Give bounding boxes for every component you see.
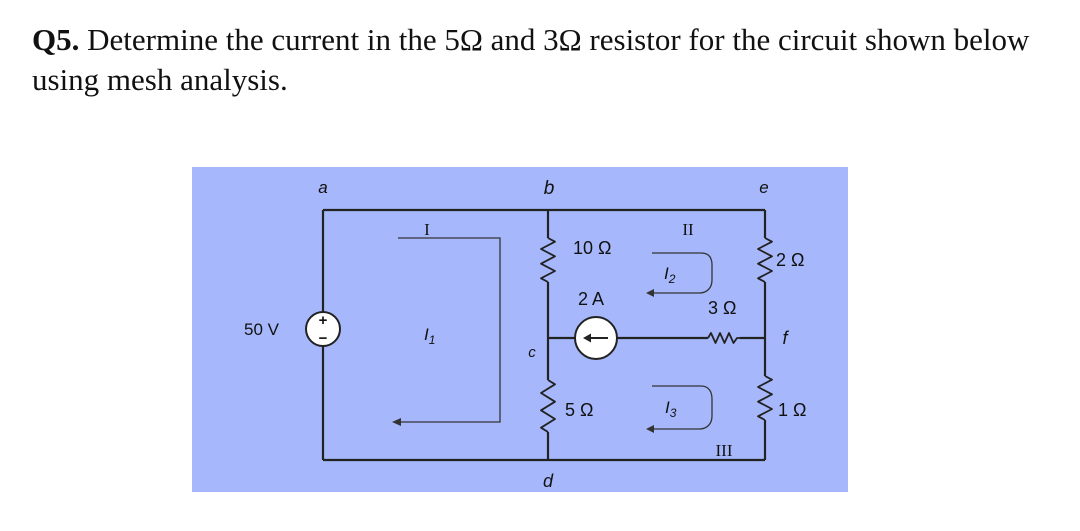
mesh-current-i2: I2 <box>664 264 676 286</box>
mesh-current-i1: I1 <box>424 325 435 347</box>
resistor-10-ohm <box>540 237 556 283</box>
loop-label-2: II <box>682 220 694 239</box>
label-5-ohm: 5 Ω <box>565 400 593 420</box>
mesh-arrow-i1 <box>392 237 501 426</box>
source-voltage-label: 50 V <box>244 320 280 339</box>
node-label-c: c <box>528 344 536 361</box>
label-2a: 2 A <box>578 289 604 309</box>
circuit-wires <box>321 208 767 462</box>
node-label-b: b <box>544 178 555 199</box>
mesh-current-i3: I3 <box>665 398 677 420</box>
node-label-a: a <box>318 178 327 197</box>
voltage-source-50v: + − <box>305 311 341 347</box>
question-body: Determine the current in the 5Ω and 3Ω r… <box>32 22 1030 97</box>
label-10-ohm: 10 Ω <box>573 238 611 258</box>
resistor-2-ohm <box>757 237 773 283</box>
label-2-ohm: 2 Ω <box>776 250 804 270</box>
loop-label-3: III <box>716 441 733 460</box>
arrowhead-icon <box>583 333 591 343</box>
label-3-ohm: 3 Ω <box>708 298 736 318</box>
question-number: Q5. <box>32 22 80 57</box>
current-source-2a <box>574 316 618 360</box>
source-plus-sign: + <box>319 312 328 329</box>
loop-label-1: I <box>424 220 430 239</box>
diagram-background <box>192 167 848 492</box>
node-label-d: d <box>543 471 554 491</box>
mesh-arrow-i2 <box>646 252 713 297</box>
label-1-ohm: 1 Ω <box>778 400 806 420</box>
question-text: Q5. Determine the current in the 5Ω and … <box>32 20 1052 100</box>
resistor-5-ohm <box>540 379 556 433</box>
source-minus-sign: − <box>319 330 328 347</box>
resistor-1-ohm <box>757 375 773 421</box>
resistor-3-ohm <box>707 332 740 344</box>
node-label-f: f <box>782 328 789 348</box>
mesh-arrow-i3 <box>646 385 713 433</box>
node-label-e: e <box>759 178 768 197</box>
